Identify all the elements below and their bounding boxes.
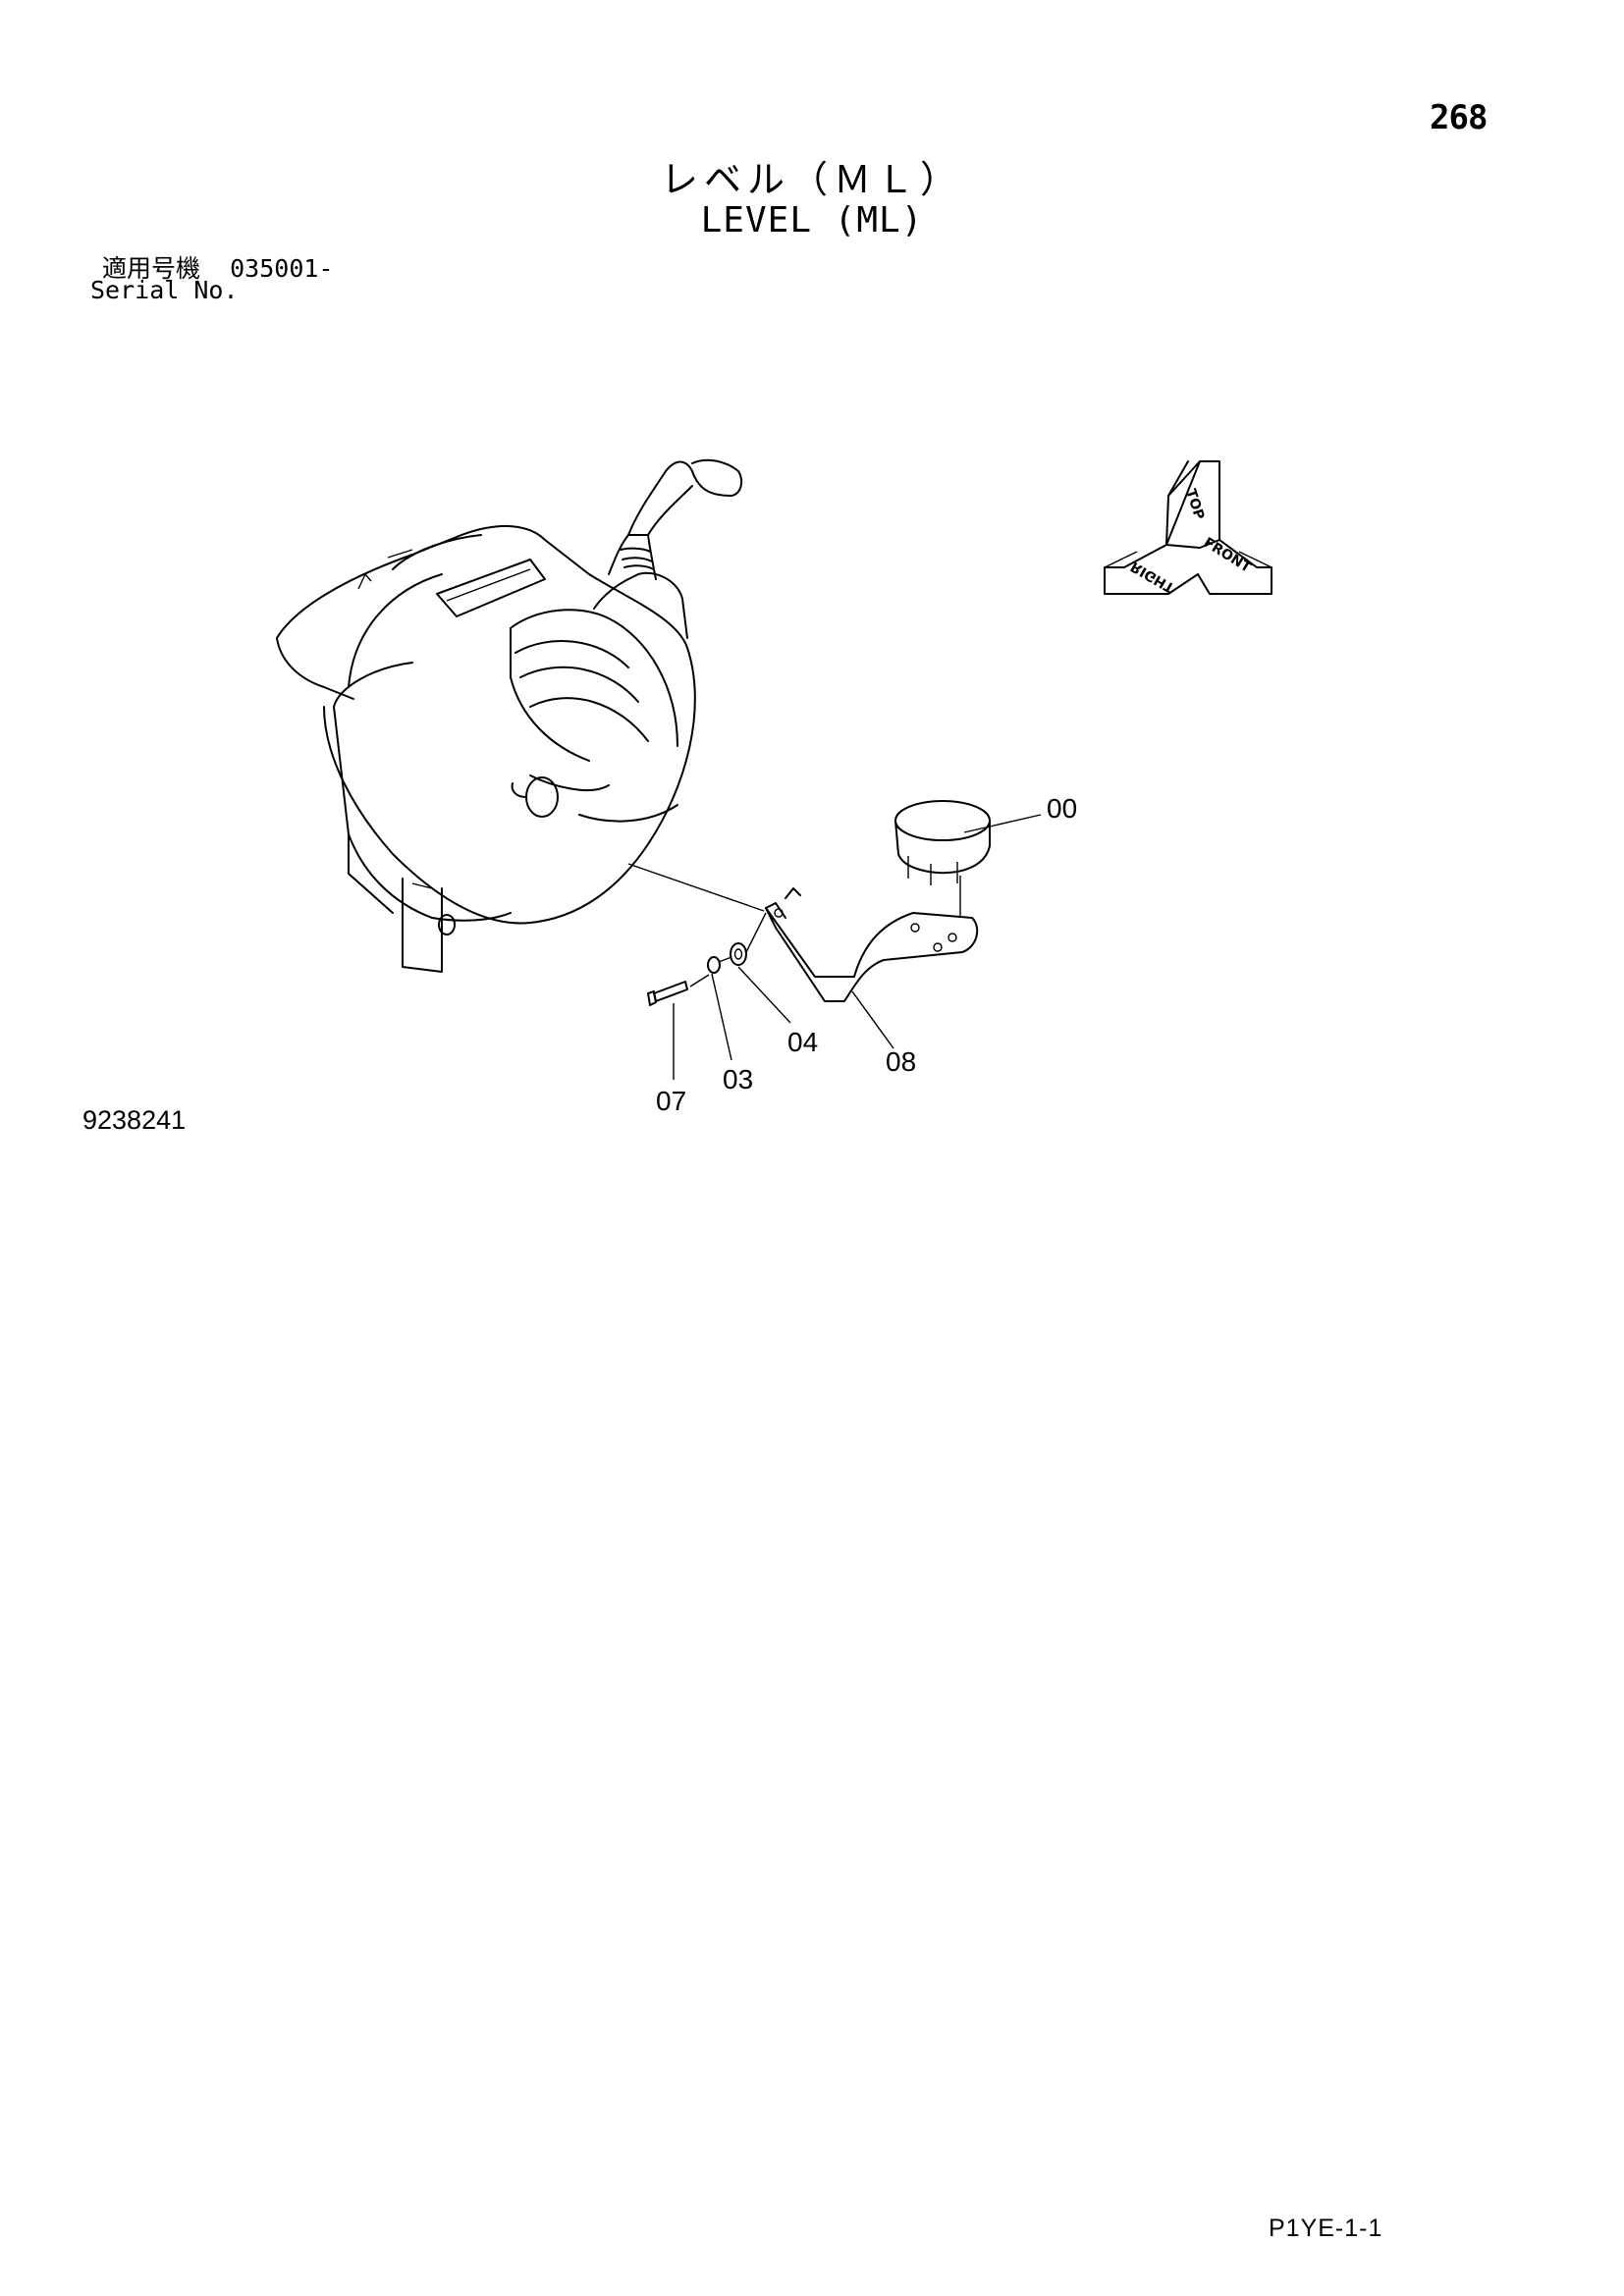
leader-lines	[627, 814, 1042, 1080]
page-title-english: LEVEL (ML)	[700, 200, 924, 240]
callout-00: 00	[1047, 793, 1078, 824]
level-cap-drawing	[894, 800, 991, 885]
page-number: 268	[1430, 98, 1488, 137]
drawing-number: 9238241	[82, 1105, 187, 1135]
bolt-drawing	[647, 981, 688, 1006]
washer-drawing	[730, 942, 747, 966]
bracket-drawing	[765, 887, 979, 1002]
serial-label-english: Serial No.	[90, 276, 239, 304]
callout-08: 08	[886, 1046, 917, 1077]
direction-label-top: TOP	[1182, 487, 1207, 521]
joystick-lever-drawing	[593, 458, 743, 639]
direction-indicator: TOP FRONT RIGHT	[1104, 460, 1272, 596]
direction-label-right: RIGHT	[1128, 559, 1178, 596]
serial-label-japanese: 適用号機	[102, 254, 201, 283]
callout-04: 04	[787, 1027, 819, 1057]
lock-washer-drawing	[707, 956, 721, 974]
callout-03: 03	[723, 1064, 754, 1095]
page-title-japanese: レベル（ＭＬ）	[660, 158, 963, 201]
page-code: P1YE-1-1	[1269, 2215, 1383, 2242]
serial-range: 035001-	[230, 254, 334, 283]
control-console-drawing	[276, 524, 696, 973]
callout-07: 07	[656, 1086, 687, 1116]
serial-range-japanese: 適用号機 035001-	[102, 249, 333, 285]
